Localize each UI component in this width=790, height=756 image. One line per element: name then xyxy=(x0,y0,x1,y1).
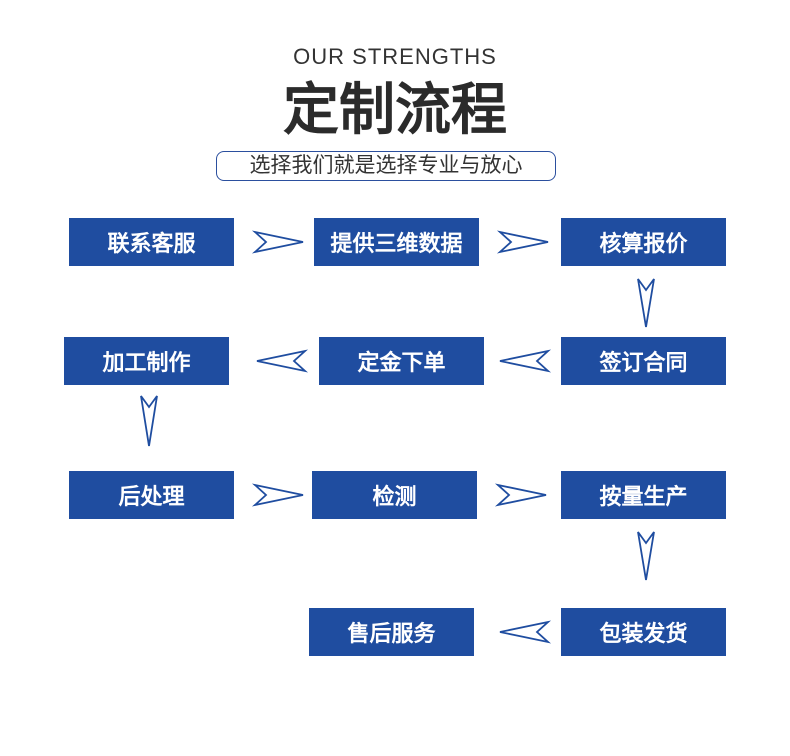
arrow-down-icon xyxy=(637,531,655,581)
arrow-right-icon xyxy=(251,483,304,507)
arrow-left-icon xyxy=(499,620,552,644)
arrow-right-icon xyxy=(494,483,547,507)
step-after-sales: 售后服务 xyxy=(309,608,474,656)
step-packaging-shipping: 包装发货 xyxy=(561,608,726,656)
arrow-right-icon xyxy=(251,230,304,254)
step-provide-3d-data: 提供三维数据 xyxy=(314,218,479,266)
step-contact-service: 联系客服 xyxy=(69,218,234,266)
step-quote: 核算报价 xyxy=(561,218,726,266)
arrow-left-icon xyxy=(499,349,552,373)
tagline-badge: 选择我们就是选择专业与放心 xyxy=(216,151,556,181)
step-manufacturing: 加工制作 xyxy=(64,337,229,385)
arrow-left-icon xyxy=(256,349,309,373)
step-sign-contract: 签订合同 xyxy=(561,337,726,385)
page-title: 定制流程 xyxy=(283,78,507,143)
step-deposit-order: 定金下单 xyxy=(319,337,484,385)
arrow-right-icon xyxy=(496,230,549,254)
subtitle-en: OUR STRENGTHS xyxy=(293,44,497,69)
step-post-processing: 后处理 xyxy=(69,471,234,519)
step-inspection: 检测 xyxy=(312,471,477,519)
arrow-down-icon xyxy=(637,278,655,328)
step-mass-production: 按量生产 xyxy=(561,471,726,519)
arrow-down-icon xyxy=(140,395,158,447)
